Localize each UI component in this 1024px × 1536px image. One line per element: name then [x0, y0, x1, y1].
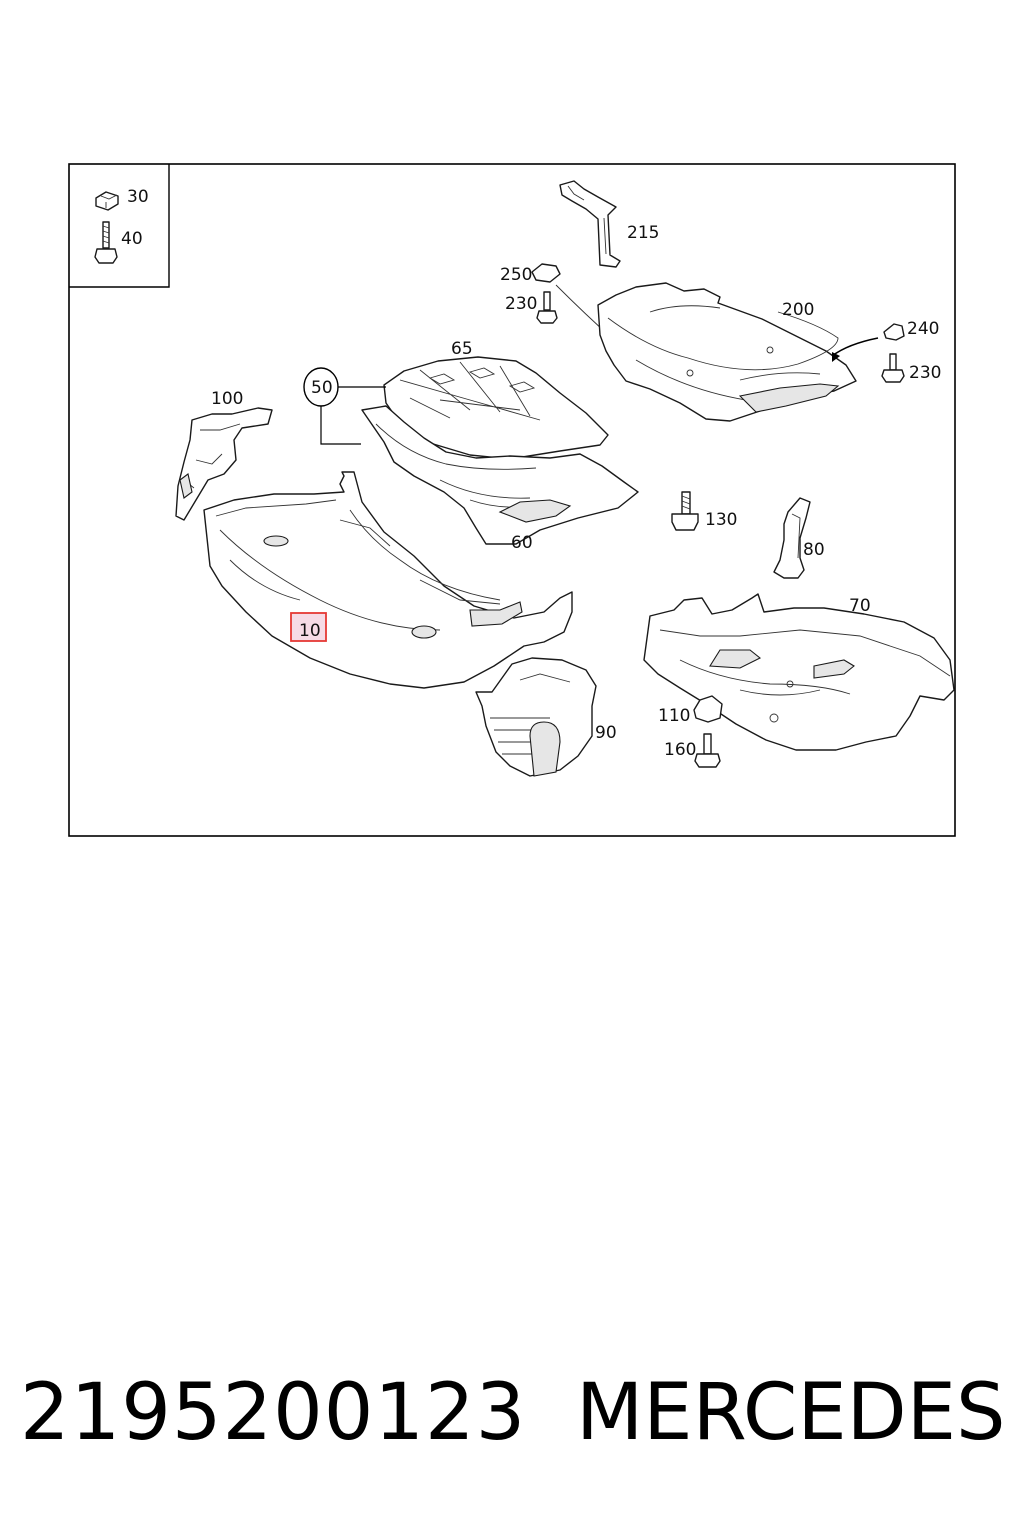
callout-80: 80 — [803, 540, 825, 560]
callout-70: 70 — [849, 596, 871, 616]
callout-50: 50 — [311, 378, 333, 398]
part-70-rear-undershield — [643, 593, 955, 751]
callout-65: 65 — [451, 339, 473, 359]
part-215-bracket — [559, 180, 621, 268]
legend-box: 30 40 — [69, 164, 170, 288]
clip-250-icon — [531, 263, 561, 283]
callout-10: 10 — [299, 621, 321, 641]
callout-250: 250 — [500, 265, 532, 285]
callout-130: 130 — [705, 510, 737, 530]
screw-icon — [94, 221, 118, 264]
legend-label-40: 40 — [121, 229, 143, 249]
callout-240: 240 — [907, 319, 939, 339]
parts-diagram: 30 40 215 250 230 200 240 230 — [68, 163, 956, 837]
callout-100: 100 — [211, 389, 243, 409]
part-65-engine-cover-assembly — [383, 356, 609, 460]
part-60-lower-cover — [361, 405, 639, 545]
callout-230-right: 230 — [909, 363, 941, 383]
diagram-frame — [68, 163, 956, 837]
clip-nut-icon — [95, 191, 119, 211]
part-200-underbody-panel — [597, 282, 857, 422]
callout-230-left: 230 — [505, 294, 537, 314]
screw-230-right-icon — [881, 353, 905, 383]
callout-160: 160 — [664, 740, 696, 760]
brand-name: MERCEDES — [576, 1368, 1006, 1458]
part-100-side-bracket — [175, 407, 273, 521]
footer: 2195200123 MERCEDES — [0, 1368, 1024, 1468]
callout-110: 110 — [658, 706, 690, 726]
part-90-wheel-arch-liner — [475, 657, 597, 777]
legend-label-30: 30 — [127, 187, 149, 207]
part-80-duct — [773, 497, 811, 579]
callout-60: 60 — [511, 533, 533, 553]
screw-160-icon — [694, 733, 721, 768]
screw-130-icon — [671, 491, 699, 531]
callout-90: 90 — [595, 723, 617, 743]
callout-10-highlight — [290, 612, 327, 642]
screw-230-left-icon — [536, 291, 558, 324]
part-number: 2195200123 — [20, 1368, 527, 1458]
callout-200: 200 — [782, 300, 814, 320]
callout-215: 215 — [627, 223, 659, 243]
clip-240-icon — [883, 323, 905, 341]
clip-110-icon — [693, 695, 723, 723]
